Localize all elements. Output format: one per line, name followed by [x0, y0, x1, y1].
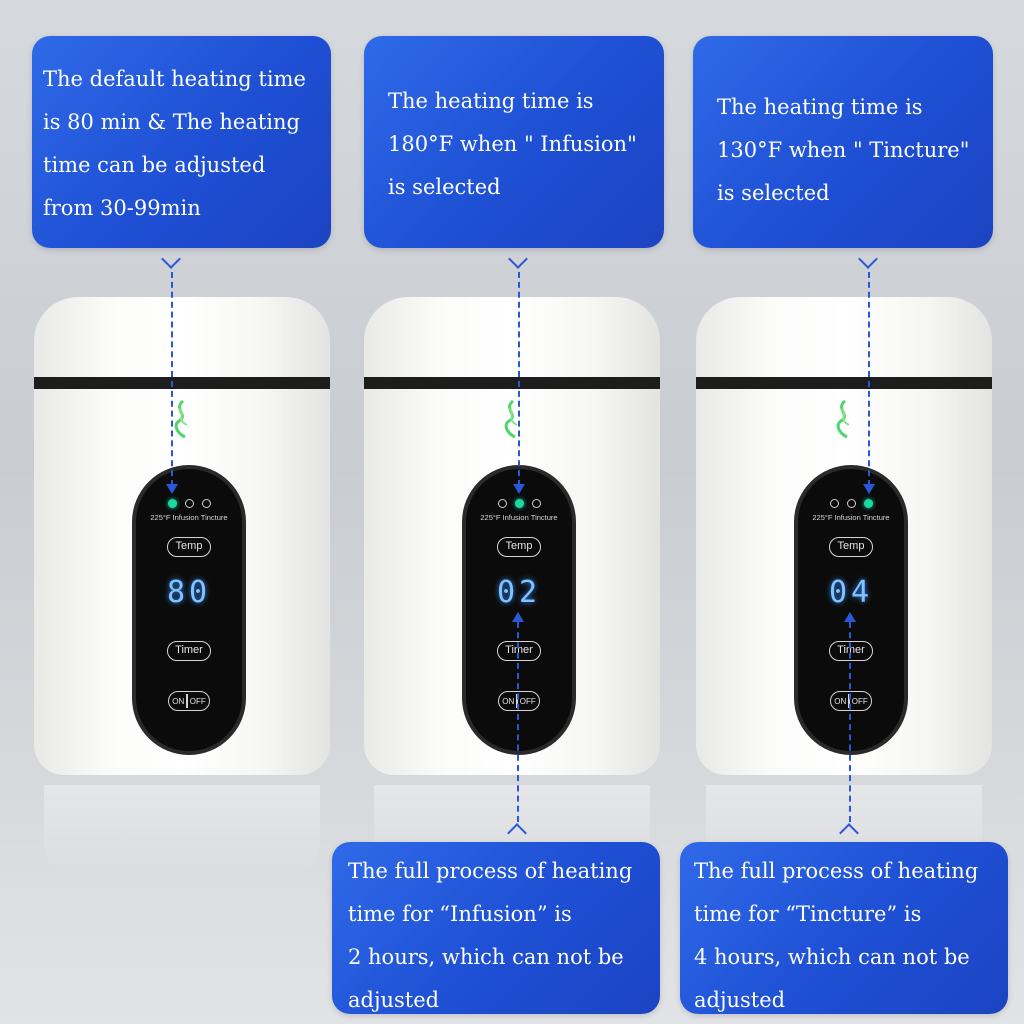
led-infusion [184, 499, 194, 508]
led-label: 225°F [812, 513, 833, 522]
on-label: ON [502, 696, 515, 706]
control-panel: 225°F Infusion Tincture Temp 02 Timer ON… [462, 465, 576, 755]
chevron-down-icon [161, 249, 181, 269]
led-225f [829, 499, 839, 508]
leaf-logo-icon [836, 399, 850, 439]
pointer-line [868, 272, 870, 486]
chevron-down-icon [508, 249, 528, 269]
on-label: ON [172, 696, 185, 706]
leaf-logo-icon [174, 399, 188, 439]
led-infusion [846, 499, 856, 508]
callout-line: 180°F when " Infusion" [388, 132, 637, 156]
callout-default-time: The default heating time is 80 min & The… [32, 36, 331, 248]
callout-line: adjusted [348, 988, 440, 1012]
device-reflection [44, 785, 320, 875]
led-tincture [201, 499, 211, 508]
timer-display: 80 [166, 575, 212, 610]
arrow-head [166, 484, 178, 494]
device-left: 225°F Infusion Tincture Temp 80 Timer ON… [34, 297, 330, 875]
off-label: OFF [851, 696, 868, 706]
off-label: OFF [189, 696, 206, 706]
callout-line: time for “Infusion” is [348, 902, 572, 926]
led-label: 225°F [480, 513, 501, 522]
callout-line: from 30-99min [43, 196, 201, 220]
callout-line: is selected [388, 175, 501, 199]
led-225f [497, 499, 507, 508]
device-band [34, 377, 330, 389]
callout-line: adjusted [694, 988, 786, 1012]
callout-line: 2 hours, which can not be [348, 945, 624, 969]
callout-line: time for “Tincture” is [694, 902, 922, 926]
power-button[interactable]: ON OFF [830, 691, 872, 711]
chevron-down-icon [858, 249, 878, 269]
led-label: Infusion [502, 513, 529, 522]
led-225f [167, 499, 177, 508]
arrow-head [844, 612, 856, 622]
pointer-line [171, 272, 173, 486]
timer-display: 02 [496, 575, 542, 610]
off-label: OFF [519, 696, 536, 706]
timer-button[interactable]: Timer [497, 641, 541, 661]
callout-line: The full process of heating [694, 859, 979, 883]
pointer-line [518, 272, 520, 486]
led-label: Infusion [834, 513, 861, 522]
led-label: Infusion [172, 513, 199, 522]
device-band [364, 377, 660, 389]
led-tincture [863, 499, 873, 508]
callout-line: 4 hours, which can not be [694, 945, 970, 969]
led-label: 225°F [150, 513, 171, 522]
timer-button[interactable]: Timer [167, 641, 211, 661]
led-label: Tincture [530, 513, 558, 522]
temp-button[interactable]: Temp [497, 537, 541, 557]
callout-tincture-process: The full process of heating time for “Ti… [680, 842, 1008, 1014]
pointer-line [517, 622, 519, 822]
temp-button[interactable]: Temp [167, 537, 211, 557]
callout-line: The default heating time [43, 67, 306, 91]
device-right: 225°F Infusion Tincture Temp 04 Timer ON… [696, 297, 992, 875]
callout-line: is selected [717, 181, 830, 205]
led-label: Tincture [862, 513, 890, 522]
led-infusion [514, 499, 524, 508]
timer-display: 04 [828, 575, 874, 610]
led-tincture [531, 499, 541, 508]
pointer-line [849, 622, 851, 822]
on-label: ON [834, 696, 847, 706]
control-panel: 225°F Infusion Tincture Temp 04 Timer ON… [794, 465, 908, 755]
callout-line: is 80 min & The heating [43, 110, 300, 134]
arrow-head [512, 612, 524, 622]
temp-button[interactable]: Temp [829, 537, 873, 557]
callout-infusion-process: The full process of heating time for “In… [332, 842, 660, 1014]
leaf-logo-icon [504, 399, 518, 439]
device-band [696, 377, 992, 389]
callout-line: time can be adjusted [43, 153, 266, 177]
power-button[interactable]: ON OFF [168, 691, 210, 711]
arrow-head [863, 484, 875, 494]
timer-button[interactable]: Timer [829, 641, 873, 661]
arrow-head [513, 484, 525, 494]
callout-line: The heating time is [717, 95, 923, 119]
power-button[interactable]: ON OFF [498, 691, 540, 711]
device-middle: 225°F Infusion Tincture Temp 02 Timer ON… [364, 297, 660, 875]
callout-line: The heating time is [388, 89, 594, 113]
led-label: Tincture [200, 513, 228, 522]
callout-line: 130°F when " Tincture" [717, 138, 970, 162]
callout-infusion-temp: The heating time is 180°F when " Infusio… [364, 36, 664, 248]
callout-tincture-temp: The heating time is 130°F when " Tinctur… [693, 36, 993, 248]
control-panel: 225°F Infusion Tincture Temp 80 Timer ON… [132, 465, 246, 755]
callout-line: The full process of heating [348, 859, 633, 883]
